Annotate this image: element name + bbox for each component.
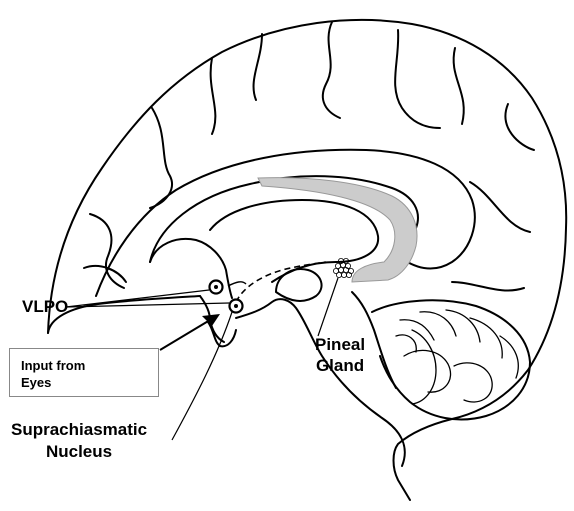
sulcus-line (395, 30, 440, 128)
sulcus-line (470, 182, 530, 232)
sulcus-line (454, 48, 464, 124)
frontal-base-outline (48, 296, 200, 333)
input-arrow-line (160, 320, 210, 350)
thalamus (276, 269, 322, 301)
pathway-connector (228, 282, 246, 286)
pineal-line-2: Gland (316, 356, 364, 375)
suprachiasmatic-nucleus-label: Suprachiasmatic Nucleus (11, 419, 147, 463)
input-line-2: Eyes (21, 375, 51, 390)
vlpo-nucleus (210, 281, 223, 294)
pineal-gland-label: Pineal Gland (315, 334, 365, 376)
input-from-eyes-label: Input from Eyes (21, 357, 85, 391)
sulcus-line (254, 34, 262, 100)
sulcus-line (452, 282, 524, 290)
input-from-eyes-box: Input from Eyes (9, 348, 159, 397)
cerebellum-folia (396, 310, 518, 402)
pineal-line-1: Pineal (315, 335, 365, 354)
scn-line-2: Nucleus (46, 442, 112, 461)
input-line-1: Input from (21, 358, 85, 373)
brainstem-front (236, 299, 405, 466)
highlight-band (258, 178, 417, 282)
sulcus-line (150, 108, 172, 208)
vlpo-label: VLPO (22, 297, 68, 317)
scn-line-1: Suprachiasmatic (11, 420, 147, 439)
corpus-callosum-upper (150, 176, 418, 262)
sulcus-line (505, 104, 534, 150)
suprachiasmatic-nucleus (230, 300, 243, 313)
sulcus-line (211, 58, 216, 134)
scn-leader-line (172, 312, 232, 440)
sulcus-line (323, 22, 340, 118)
cerebellum-outline (372, 300, 530, 419)
cerebellum-branch (412, 330, 436, 404)
